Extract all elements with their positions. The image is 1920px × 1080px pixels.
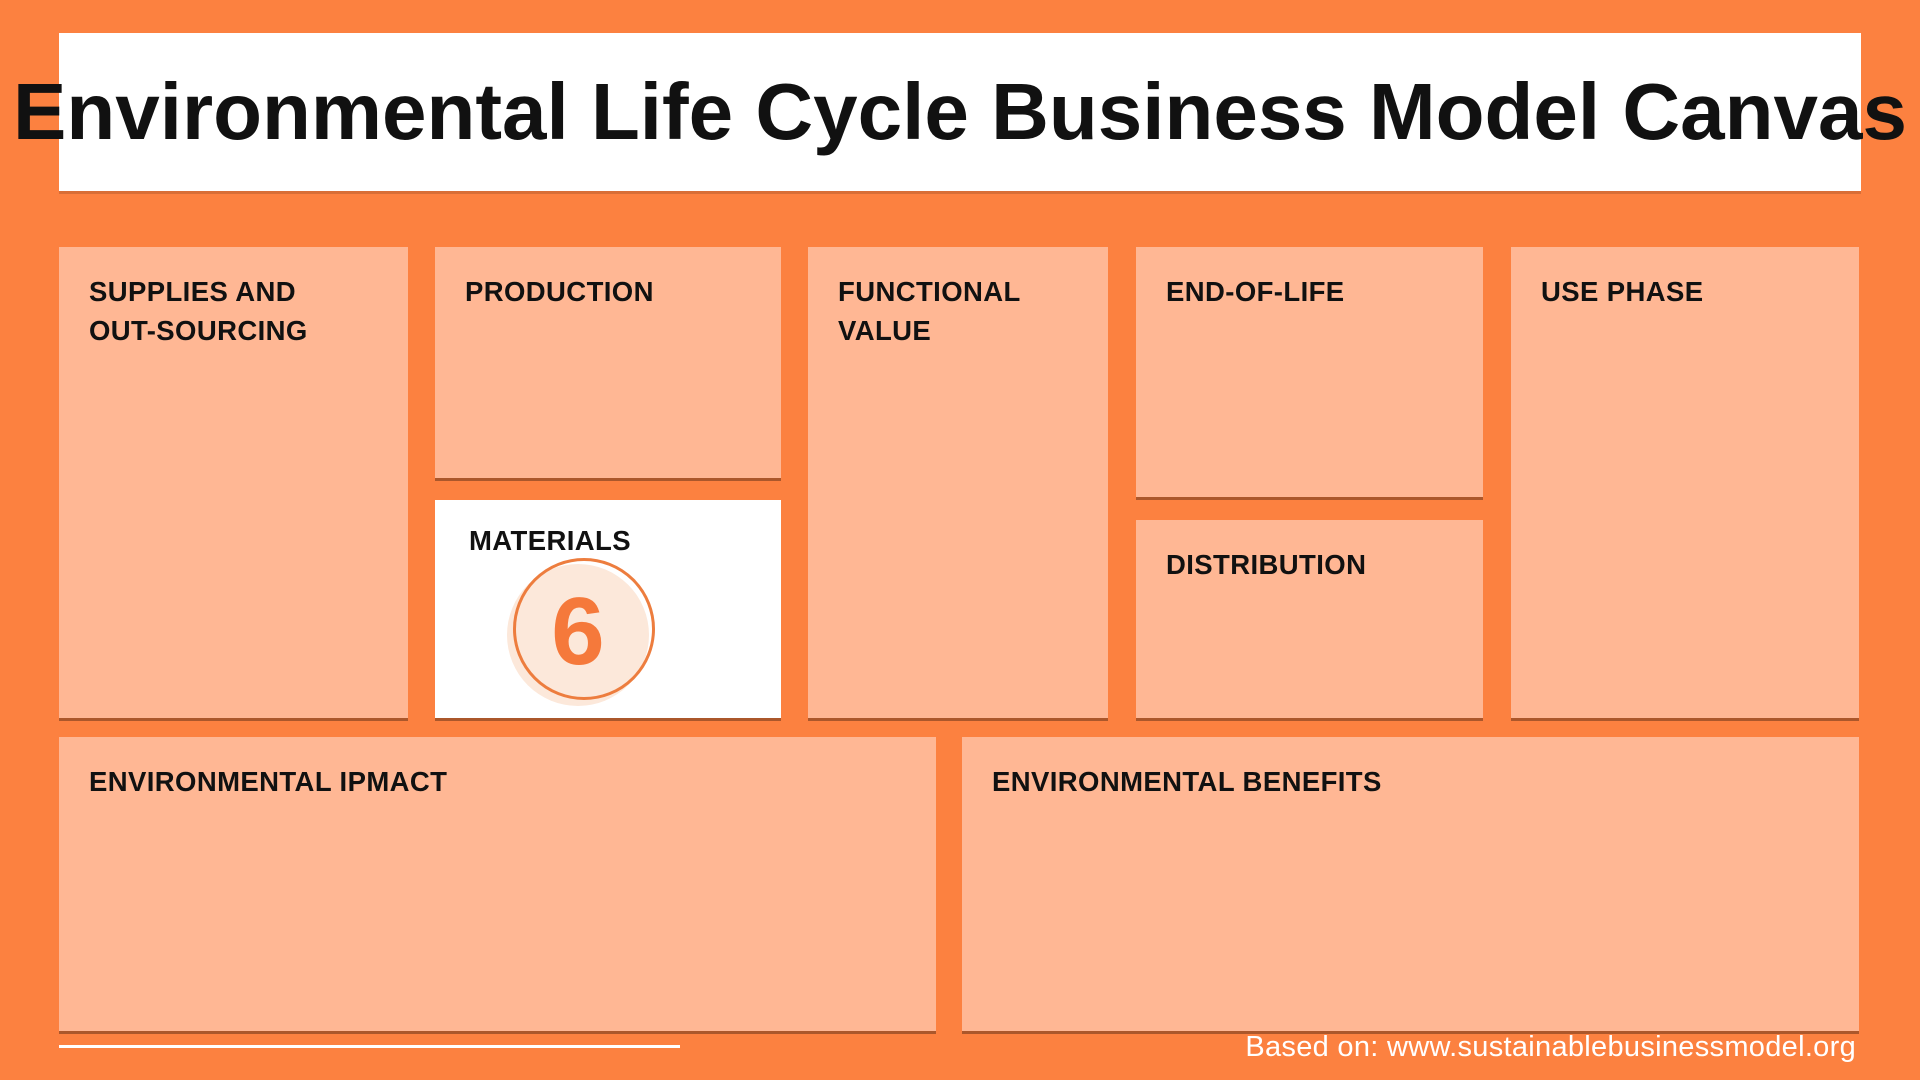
box-label-line1: SUPPLIES AND (89, 276, 297, 307)
box-label: MATERIALS (469, 525, 631, 556)
box-supplies-and-outsourcing: SUPPLIES AND OUT-SOURCING (59, 247, 408, 718)
footer-underline (59, 1045, 680, 1048)
box-distribution: DISTRIBUTION (1136, 520, 1483, 718)
box-use-phase: USE PHASE (1511, 247, 1859, 718)
box-end-of-life: END-OF-LIFE (1136, 247, 1483, 497)
box-environmental-impact: ENVIRONMENTAL IPMACT (59, 737, 936, 1031)
box-environmental-benefits: ENVIRONMENTAL BENEFITS (962, 737, 1859, 1031)
box-functional-value: FUNCTIONAL VALUE (808, 247, 1108, 718)
box-label: ENVIRONMENTAL IPMACT (89, 766, 448, 797)
box-label: FUNCTIONAL VALUE (838, 276, 1021, 346)
box-label: USE PHASE (1541, 276, 1704, 307)
box-label: ENVIRONMENTAL BENEFITS (992, 766, 1382, 797)
box-label: END-OF-LIFE (1166, 276, 1345, 307)
box-label-line2: OUT-SOURCING (89, 314, 308, 346)
box-production: PRODUCTION (435, 247, 781, 478)
count-circle-ring (513, 558, 655, 700)
box-label: PRODUCTION (465, 276, 654, 307)
page-title: Environmental Life Cycle Business Model … (13, 67, 1907, 156)
title-banner: Environmental Life Cycle Business Model … (13, 33, 1907, 191)
box-label: SUPPLIES AND OUT-SOURCING (59, 247, 408, 350)
footer-credit: Based on: www.sustainablebusinessmodel.o… (1245, 1031, 1856, 1063)
materials-count-badge: 6 (507, 558, 655, 706)
box-materials: MATERIALS 6 (435, 500, 781, 718)
box-label: DISTRIBUTION (1166, 549, 1367, 580)
